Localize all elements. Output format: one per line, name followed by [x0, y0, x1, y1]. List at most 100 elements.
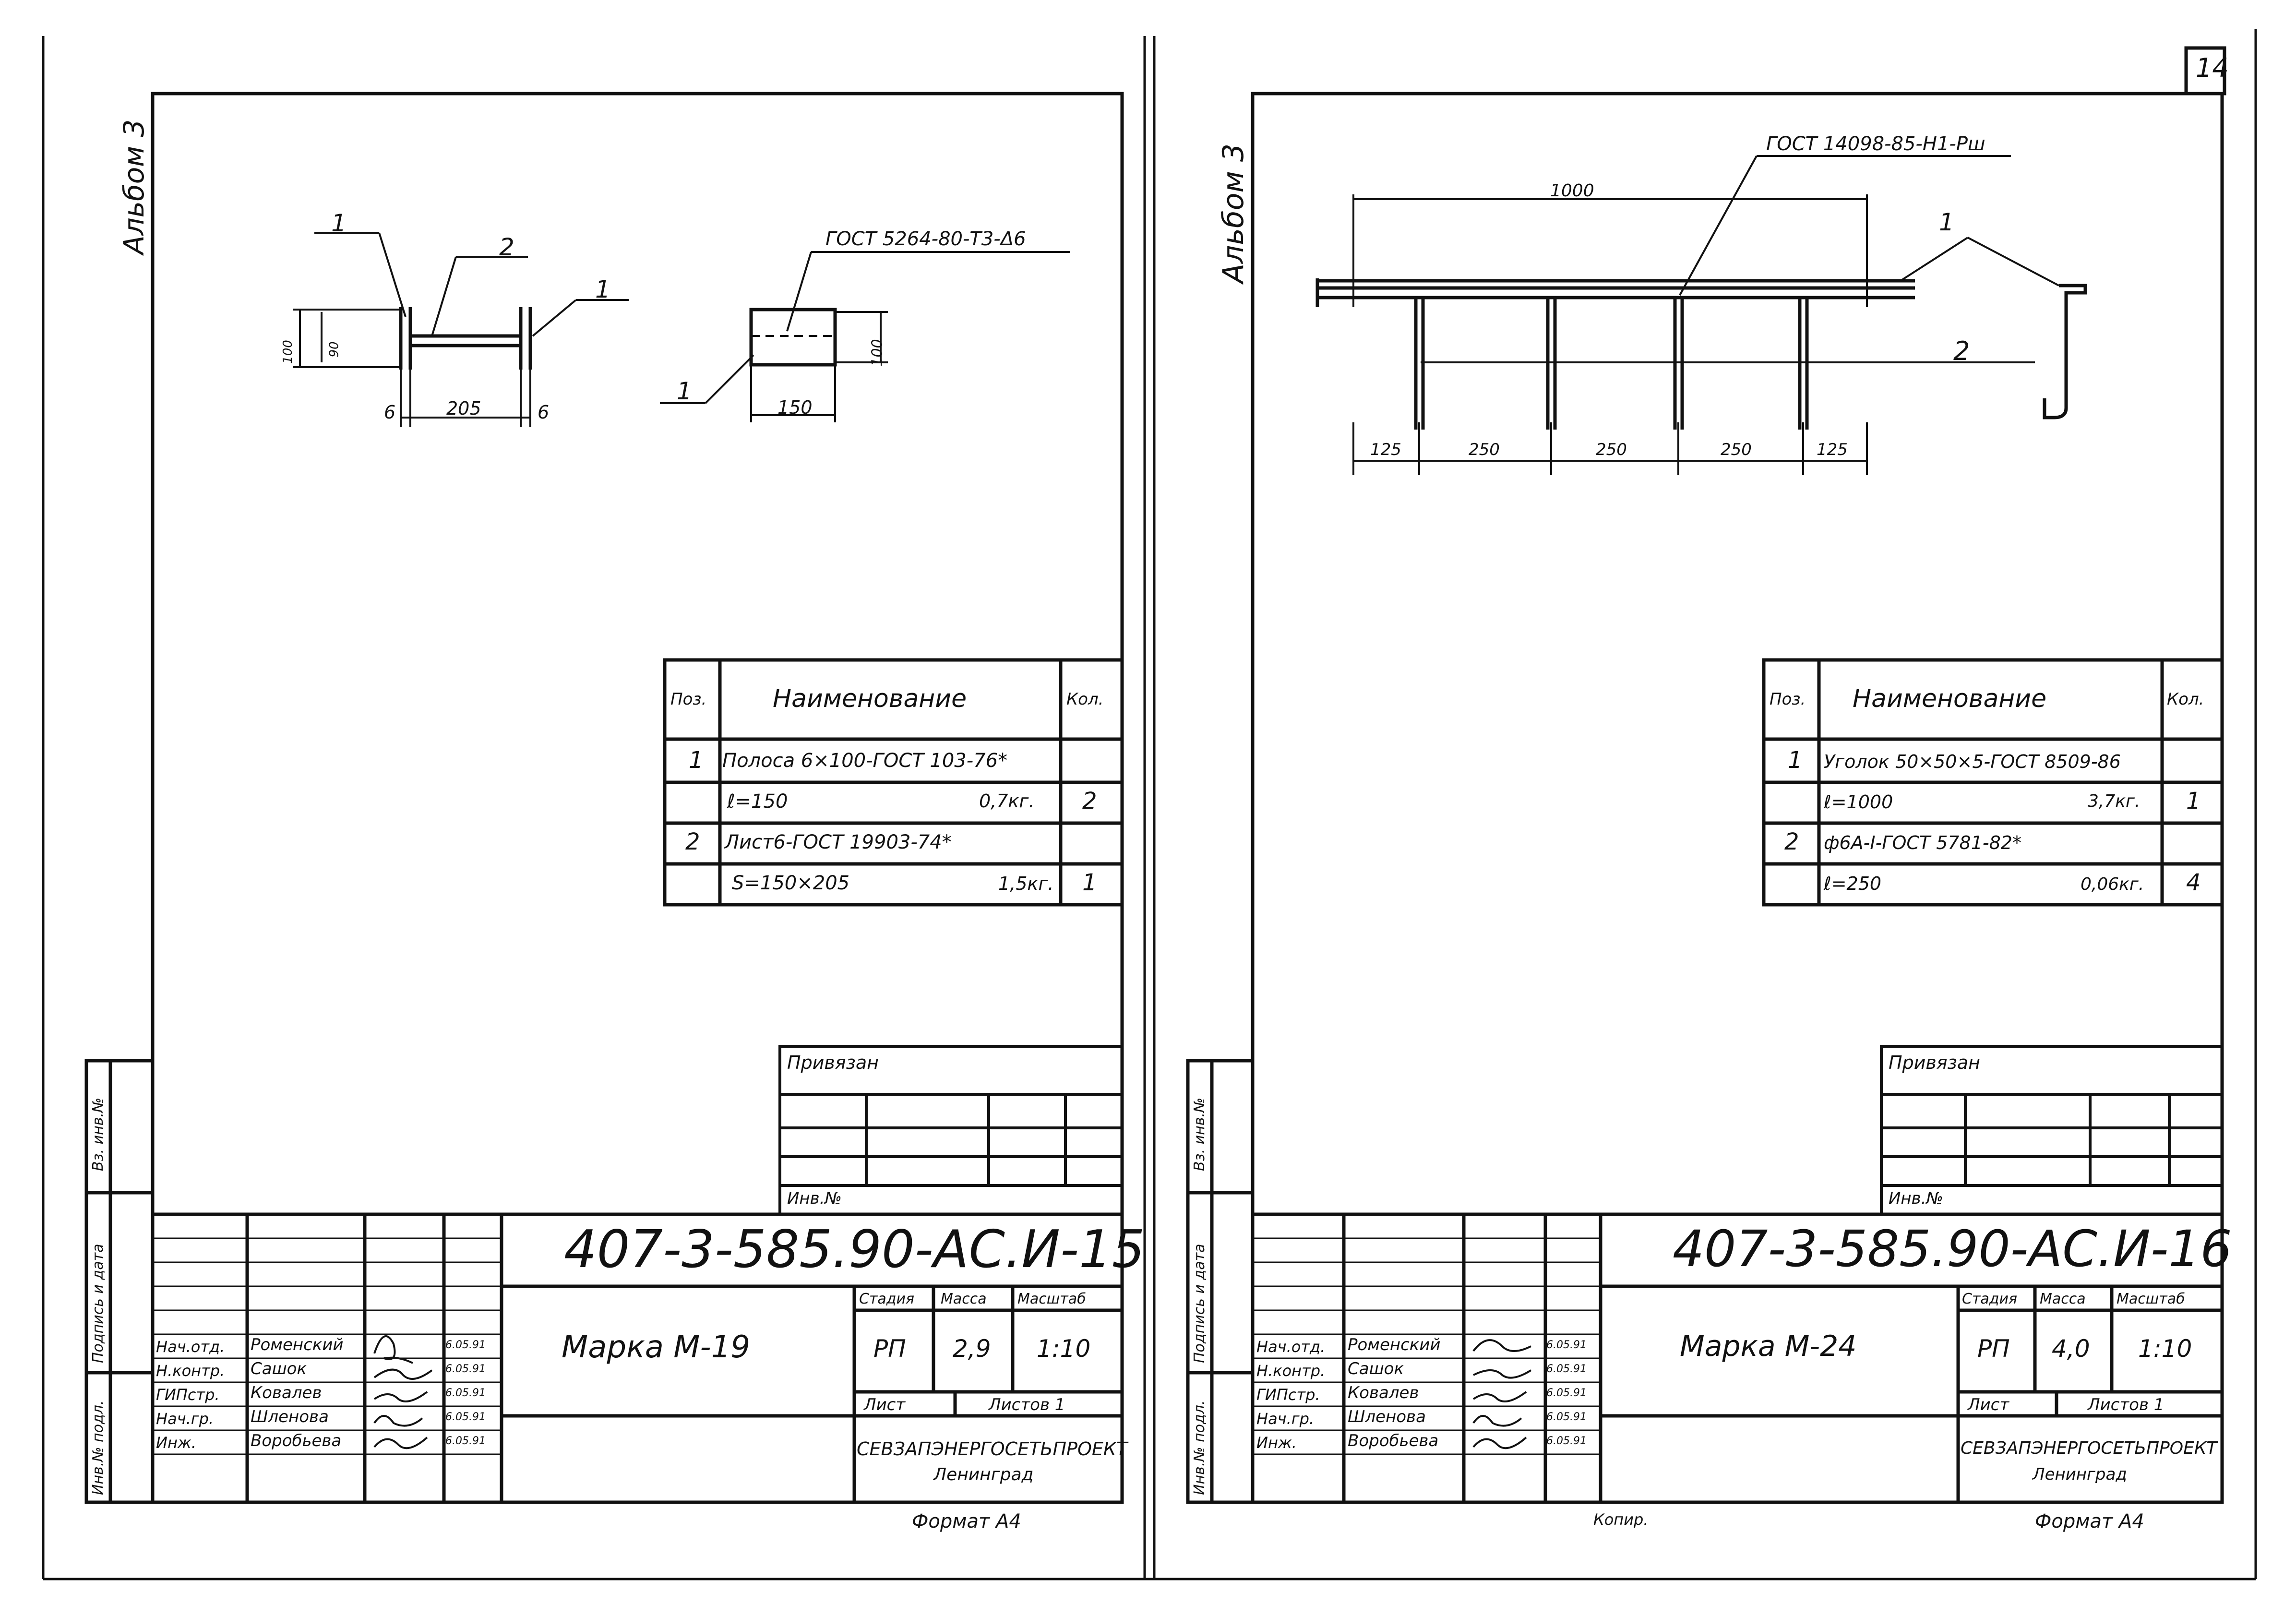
person-role: Н.контр.: [1256, 1362, 1326, 1380]
dim-250b: 250: [1596, 440, 1627, 459]
dim-90: 90: [327, 341, 342, 358]
mass-value: 2,9: [953, 1335, 991, 1363]
leader-1a: 1: [331, 209, 347, 237]
spec-row-4-mass: 0,06кг.: [2081, 874, 2144, 894]
doc-code: 407-3-585.90-АС.И-15: [564, 1220, 1145, 1280]
person-date: 6.05.91: [445, 1363, 486, 1375]
gost-pipe: ГОСТ 14098-85-Н1-Рш: [1766, 133, 1985, 155]
person-role: Н.контр.: [156, 1362, 225, 1380]
stage-header: Стадия: [1962, 1291, 2018, 1307]
spec-row-4-mass: 1,5кг.: [998, 873, 1054, 894]
person-role: Нач.гр.: [156, 1410, 214, 1428]
mass-header: Масса: [941, 1291, 987, 1307]
mass-value: 4,0: [2052, 1335, 2090, 1363]
spec-header-qty: Кол.: [1066, 690, 1104, 709]
spec-row-4-name: ℓ=250: [1824, 873, 1882, 894]
person-name: Сашок: [251, 1359, 307, 1378]
person-name: Роменский: [1348, 1335, 1441, 1354]
spec-row-4-qty: 1: [1082, 869, 1097, 896]
leader-2: 2: [1953, 336, 1970, 366]
spec-header-pos: Поз.: [670, 690, 707, 709]
spec-row-2-qty: 2: [1082, 788, 1097, 814]
dim-6b: 6: [538, 402, 550, 423]
org-city: Ленинград: [933, 1465, 1034, 1484]
privyazan-label: Привязан: [1889, 1052, 1980, 1073]
side-label-inv: Инв.№ подл.: [1191, 1400, 1208, 1495]
scale-header: Масштаб: [2117, 1291, 2185, 1307]
person-date: 6.05.91: [445, 1339, 486, 1351]
album-label-left: Альбом 3: [118, 119, 150, 254]
leader-2: 2: [499, 233, 514, 261]
person-name: Воробьева: [251, 1431, 342, 1450]
spec-row-1-pos: 1: [689, 747, 704, 774]
album-label-right: Альбом 3: [1217, 144, 1250, 283]
person-role: Нач.отд.: [156, 1338, 225, 1356]
person-name: Шленова: [1348, 1407, 1426, 1426]
side-label-inv: Инв.№ подл.: [90, 1400, 107, 1495]
spec-row-2-name: ℓ=150: [727, 790, 788, 813]
dim-125b: 125: [1817, 440, 1848, 459]
list-label: Лист: [864, 1395, 906, 1414]
dim-250a: 250: [1469, 440, 1500, 459]
scale-header: Масштаб: [1017, 1291, 1086, 1307]
spec-row-1-name: Полоса 6×100-ГОСТ 103-76*: [722, 750, 1008, 772]
gost-weld: ГОСТ 5264-80-Т3-Δ6: [825, 228, 1026, 250]
lists-label: Листов 1: [2088, 1395, 2164, 1414]
spec-row-2-mass: 3,7кг.: [2088, 791, 2141, 811]
person-role: ГИПстр.: [156, 1386, 220, 1404]
sheet-title: Марка М-24: [1680, 1329, 1857, 1363]
format-label: Формат А4: [912, 1510, 1021, 1532]
spec-row-1-name: Уголок 50×50×5-ГОСТ 8509-86: [1824, 751, 2121, 772]
person-role: Нач.гр.: [1256, 1410, 1315, 1428]
person-name: Роменский: [251, 1335, 344, 1354]
inv-no-label: Инв.№: [1889, 1189, 1943, 1208]
spec-header-name: Наименование: [773, 684, 967, 713]
dim-250c: 250: [1721, 440, 1752, 459]
spec-header-qty: Кол.: [2167, 690, 2204, 709]
spec-row-4-name: S=150×205: [732, 872, 850, 894]
org-name: СЕВЗАПЭНЕРГОСЕТЬПРОЕКТ: [857, 1438, 1128, 1460]
dim-100: 100: [280, 340, 295, 364]
person-date: 6.05.91: [445, 1435, 486, 1447]
leader-1c: 1: [677, 377, 692, 405]
spec-header-pos: Поз.: [1770, 690, 1806, 709]
person-name: Ковалев: [1348, 1383, 1419, 1402]
side-label-podp: Подпись и дата: [1191, 1244, 1208, 1364]
spec-row-3-pos: 2: [685, 828, 700, 855]
sheet-title: Марка М-19: [562, 1329, 751, 1365]
person-date: 6.05.91: [1546, 1363, 1587, 1375]
person-date: 6.05.91: [1546, 1387, 1587, 1399]
lists-label: Листов 1: [989, 1395, 1065, 1414]
dim-150: 150: [777, 397, 813, 418]
mass-header: Масса: [2040, 1291, 2086, 1307]
person-name: Сашок: [1348, 1359, 1404, 1378]
stage-value: РП: [873, 1335, 906, 1363]
scale-value: 1:10: [1037, 1335, 1091, 1363]
leader-1: 1: [1939, 208, 1954, 236]
copied-label: Копир.: [1593, 1510, 1649, 1529]
doc-code: 407-3-585.90-АС.И-16: [1673, 1220, 2232, 1278]
dim-125a: 125: [1370, 440, 1401, 459]
person-role: Инж.: [156, 1434, 196, 1452]
scale-value: 1:10: [2138, 1335, 2192, 1363]
spec-row-2-mass: 0,7кг.: [979, 790, 1035, 812]
spec-row-4-qty: 4: [2186, 869, 2201, 896]
spec-row-2-qty: 1: [2186, 788, 2201, 814]
privyazan-label: Привязан: [787, 1052, 879, 1073]
dim-1000: 1000: [1550, 181, 1594, 201]
dim-100b: 100: [869, 339, 886, 367]
list-label: Лист: [1968, 1395, 2009, 1414]
person-date: 6.05.91: [445, 1411, 486, 1423]
spec-row-3-name: Лист6-ГОСТ 19903-74*: [725, 831, 952, 853]
person-name: Воробьева: [1348, 1431, 1439, 1450]
spec-row-3-pos: 2: [1784, 828, 1799, 855]
person-date: 6.05.91: [1546, 1339, 1587, 1351]
person-name: Шленова: [251, 1407, 329, 1426]
org-name: СЕВЗАПЭНЕРГОСЕТЬПРОЕКТ: [1961, 1438, 2217, 1458]
person-role: Нач.отд.: [1256, 1338, 1326, 1356]
person-date: 6.05.91: [1546, 1411, 1587, 1423]
side-label-vz: Вз. инв.№: [1191, 1097, 1208, 1171]
person-date: 6.05.91: [445, 1387, 486, 1399]
